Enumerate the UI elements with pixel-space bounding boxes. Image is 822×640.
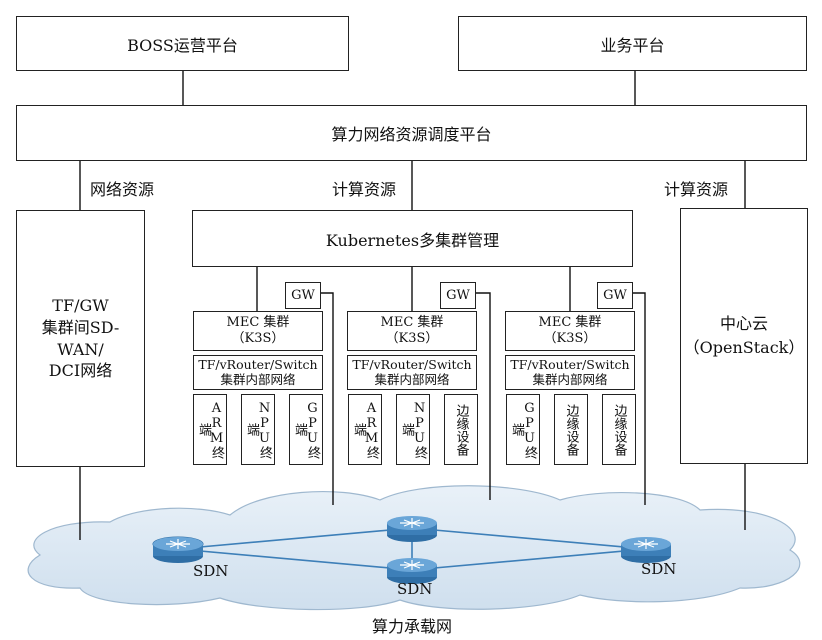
internal-network-box-2: TF/vRouter/Switch 集群内部网络 [347, 355, 477, 390]
router-icon-top [387, 516, 437, 542]
terminal-label-3-2: 边缘设备 [563, 403, 579, 456]
terminal-box-3-3: 边缘设备 [602, 394, 636, 465]
mec-sub-1: （K3S） [231, 331, 285, 346]
router-icon-bottom [387, 558, 437, 584]
left-box-line4: DCI网络 [48, 361, 113, 381]
scheduler-platform-label: 算力网络资源调度平台 [331, 125, 492, 144]
terminal-label-1-3: GPU终端 [292, 400, 320, 459]
central-cloud-line2: （OpenStack） [683, 338, 805, 357]
terminal-label-3-3: 边缘设备 [611, 403, 627, 456]
kubernetes-label: Kubernetes多集群管理 [325, 230, 500, 250]
terminal-label-3-1: GPU终端 [509, 400, 537, 459]
terminal-label-2-3: 边缘设备 [453, 403, 469, 456]
terminal-label-2-2: NPU终端 [399, 400, 427, 459]
central-cloud-line1: 中心云 [719, 314, 768, 333]
internal-network-box-3: TF/vRouter/Switch 集群内部网络 [505, 355, 635, 390]
compute-resource-label-mid: 计算资源 [332, 180, 397, 199]
mec-sub-2: （K3S） [385, 331, 439, 346]
terminal-box-1-3: GPU终端 [289, 394, 323, 465]
left-box-line3: WAN/ [57, 339, 104, 359]
gw-box-1: GW [285, 282, 321, 309]
internal-net-line1-3: TF/vRouter/Switch [510, 357, 630, 373]
kubernetes-box: Kubernetes多集群管理 [192, 210, 633, 267]
terminal-box-2-3: 边缘设备 [444, 394, 478, 465]
sdn-label-left: SDN [193, 562, 229, 580]
mec-label-1: MEC 集群 [226, 314, 290, 330]
router-icon-left [152, 536, 204, 563]
terminal-box-1-2: NPU终端 [241, 394, 275, 465]
gw-label-3: GW [603, 288, 627, 303]
mec-cluster-box-3: MEC 集群 （K3S） [505, 311, 635, 351]
scheduler-platform-box: 算力网络资源调度平台 [16, 105, 807, 161]
mec-cluster-box-1: MEC 集群 （K3S） [193, 311, 323, 351]
terminal-box-2-1: ARM终端 [348, 394, 382, 465]
mec-label-2: MEC 集群 [380, 314, 444, 330]
gw-box-3: GW [597, 282, 633, 309]
internal-net-line1-2: TF/vRouter/Switch [352, 357, 472, 373]
router-icon-right [621, 537, 671, 563]
sdn-label-middle: SDN [397, 580, 433, 598]
gw-box-2: GW [440, 282, 476, 309]
boss-platform-label: BOSS运营平台 [127, 35, 238, 55]
terminal-box-1-1: ARM终端 [193, 394, 227, 465]
internal-net-line2-2: 集群内部网络 [374, 371, 450, 387]
internal-net-line2-3: 集群内部网络 [532, 371, 608, 387]
gw-label-1: GW [291, 288, 315, 303]
internal-net-line1-1: TF/vRouter/Switch [198, 357, 318, 373]
terminal-box-3-1: GPU终端 [506, 394, 540, 465]
bearer-network-cloud [27, 485, 801, 611]
network-resource-label: 网络资源 [90, 180, 155, 199]
bearer-network-caption: 算力承载网 [372, 617, 453, 636]
left-box-line1: TF/GW [52, 296, 109, 316]
business-platform-box: 业务平台 [458, 16, 807, 71]
internal-net-line2-1: 集群内部网络 [220, 371, 296, 387]
sdn-label-right: SDN [641, 560, 677, 578]
left-box-line2: 集群间SD- [41, 317, 120, 337]
terminal-label-2-1: ARM终端 [351, 400, 379, 459]
boss-platform-box: BOSS运营平台 [16, 16, 349, 71]
gw-label-2: GW [446, 288, 470, 303]
terminal-label-1-2: NPU终端 [244, 400, 272, 459]
terminal-box-3-2: 边缘设备 [554, 394, 588, 465]
compute-resource-label-right: 计算资源 [664, 180, 729, 199]
terminal-box-2-2: NPU终端 [396, 394, 430, 465]
business-platform-label: 业务平台 [600, 35, 665, 55]
mec-sub-3: （K3S） [543, 331, 597, 346]
mec-cluster-box-2: MEC 集群 （K3S） [347, 311, 477, 351]
inter-cluster-network-box: TF/GW 集群间SD- WAN/ DCI网络 [16, 210, 145, 467]
internal-network-box-1: TF/vRouter/Switch 集群内部网络 [193, 355, 323, 390]
terminal-label-1-1: ARM终端 [196, 400, 224, 459]
mec-label-3: MEC 集群 [538, 314, 602, 330]
central-cloud-box: 中心云 （OpenStack） [680, 208, 808, 464]
